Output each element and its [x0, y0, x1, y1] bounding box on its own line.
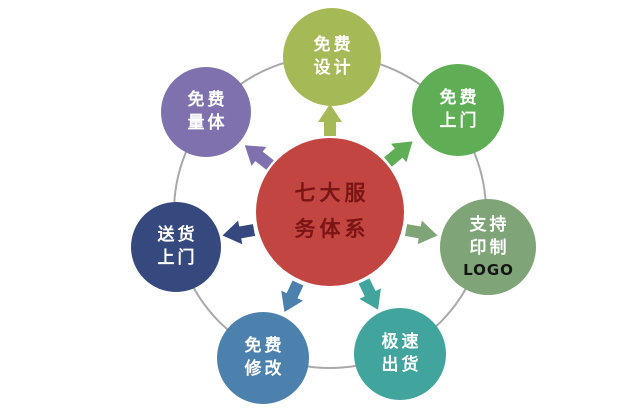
node-label-line: 极速: [381, 332, 422, 353]
node-free-visit: 免费 上门: [412, 64, 504, 156]
node-label-line: 上门: [157, 248, 198, 268]
node-label-line: 出货: [381, 355, 422, 375]
center-label-line: 七大服: [294, 181, 370, 206]
node-label-line: 支持: [469, 214, 510, 235]
arrow-free-design: [318, 104, 342, 136]
node-label-line: 量体: [187, 113, 228, 133]
arrow-home-delivery: [222, 220, 256, 245]
arrow-free-revision: [281, 280, 304, 313]
node-label-line: 修改: [244, 359, 285, 379]
center-node-seven-services: 七大服 务体系: [256, 138, 404, 286]
node-free-revision: 免费 修改: [217, 312, 309, 404]
node-label-line: 免费: [244, 336, 285, 357]
node-label-line: 印制: [469, 237, 510, 258]
node-fast-shipping: 极速 出货: [354, 308, 446, 400]
arrow-free-visit: [384, 141, 413, 167]
arrow-fast-shipping: [358, 278, 381, 310]
node-label-line: 免费: [439, 88, 480, 109]
node-label-line: 送货: [157, 225, 198, 246]
node-logo-printing: 支持 印制 LOGO: [440, 199, 536, 295]
arrow-free-measurement: [244, 145, 274, 170]
node-label-line: 免费: [313, 35, 354, 56]
node-label-line: 设计: [313, 58, 354, 78]
node-label-line-logo: LOGO: [463, 260, 514, 279]
node-home-delivery: 送货 上门: [131, 202, 221, 292]
center-label-line: 务体系: [294, 217, 370, 241]
arrow-logo-printing: [404, 220, 438, 245]
node-free-measurement: 免费 量体: [161, 67, 251, 157]
node-label-line: 免费: [187, 90, 228, 111]
node-label-line: 上门: [439, 111, 480, 131]
node-free-design: 免费 设计: [283, 8, 381, 106]
